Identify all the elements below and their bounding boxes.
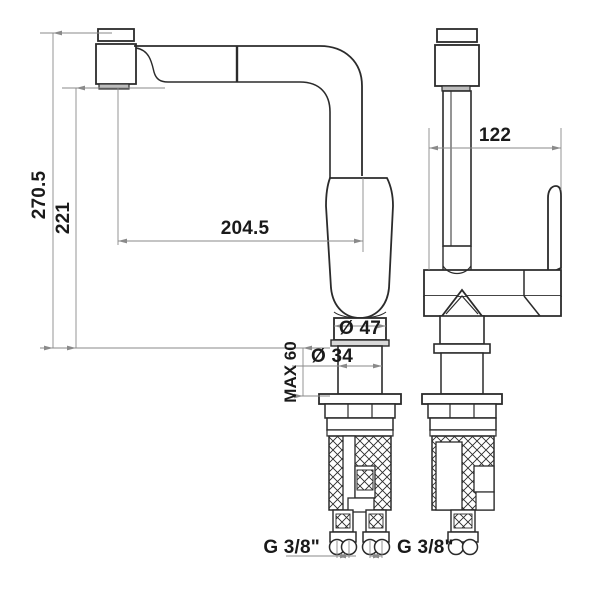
side-column	[442, 90, 472, 247]
dim-text-side-depth: 122	[479, 125, 511, 146]
dim-text-spout-reach: 204.5	[221, 218, 270, 239]
side-view	[421, 28, 562, 556]
dim-text-spout-diameter: Ø 47	[339, 318, 381, 339]
side-spray-head	[434, 28, 480, 92]
side-shank	[421, 315, 503, 419]
dim-text-thread-left: G 3/8"	[263, 537, 320, 558]
spout-arm	[134, 45, 363, 178]
faucet-body	[325, 177, 394, 319]
side-base-chevron	[423, 288, 562, 317]
dim-text-max-thickness: MAX 60	[281, 341, 300, 402]
spout-collar	[330, 317, 390, 347]
spray-head	[95, 28, 169, 90]
braided-hose-assembly-side	[429, 417, 497, 556]
dimension-annotations	[40, 30, 562, 559]
dim-text-spout-height: 221	[53, 202, 74, 235]
mounting-shank	[318, 345, 402, 419]
dim-text-shank-diameter: Ø 34	[311, 346, 353, 367]
dim-text-overall-height: 270.5	[29, 170, 50, 219]
dim-text-thread-right: G 3/8"	[397, 537, 454, 558]
